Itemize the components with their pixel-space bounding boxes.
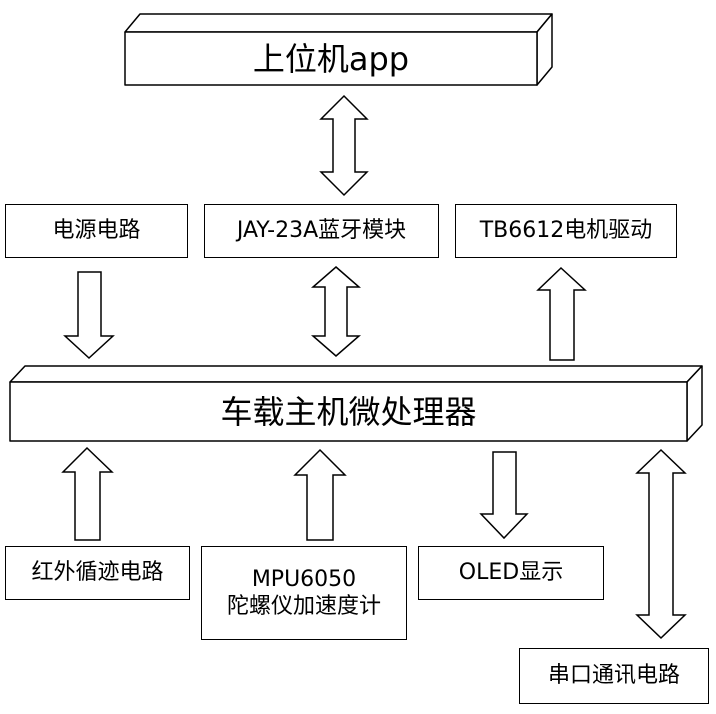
bluetooth-module-box: JAY-23A蓝牙模块 (204, 204, 439, 258)
arrow-power-processor (63, 271, 115, 360)
motor-driver-box: TB6612电机驱动 (455, 204, 677, 258)
arrow-mpu-processor (293, 448, 347, 541)
center-box-shape (9, 365, 703, 442)
mpu6050-label: MPU6050 (251, 566, 357, 592)
arrow-processor-motor (536, 266, 587, 361)
top-box-shape (124, 13, 553, 86)
gyro-accelerometer-label: 陀螺仪加速度计 (226, 594, 381, 619)
arrow-app-bluetooth (319, 94, 369, 197)
center-box-label: 车载主机微处理器 (220, 392, 477, 431)
oled-display-box: OLED显示 (418, 546, 604, 600)
arrow-processor-oled (479, 451, 529, 540)
oled-display-label: OLED显示 (458, 560, 564, 586)
arrow-processor-serial (635, 448, 687, 640)
infrared-tracking-box: 红外循迹电路 (5, 546, 190, 600)
serial-comm-label: 串口通讯电路 (547, 663, 680, 689)
motor-driver-label: TB6612电机驱动 (479, 218, 653, 244)
infrared-tracking-label: 红外循迹电路 (31, 560, 164, 586)
top-box-label: 上位机app (252, 39, 410, 78)
mpu6050-box: MPU6050 陀螺仪加速度计 (201, 546, 407, 640)
arrow-infrared-processor (61, 446, 114, 541)
arrow-bluetooth-processor (310, 266, 362, 357)
power-circuit-label: 电源电路 (52, 218, 141, 244)
power-circuit-box: 电源电路 (5, 204, 188, 258)
serial-comm-box: 串口通讯电路 (519, 648, 709, 704)
bluetooth-module-label: JAY-23A蓝牙模块 (236, 218, 407, 244)
